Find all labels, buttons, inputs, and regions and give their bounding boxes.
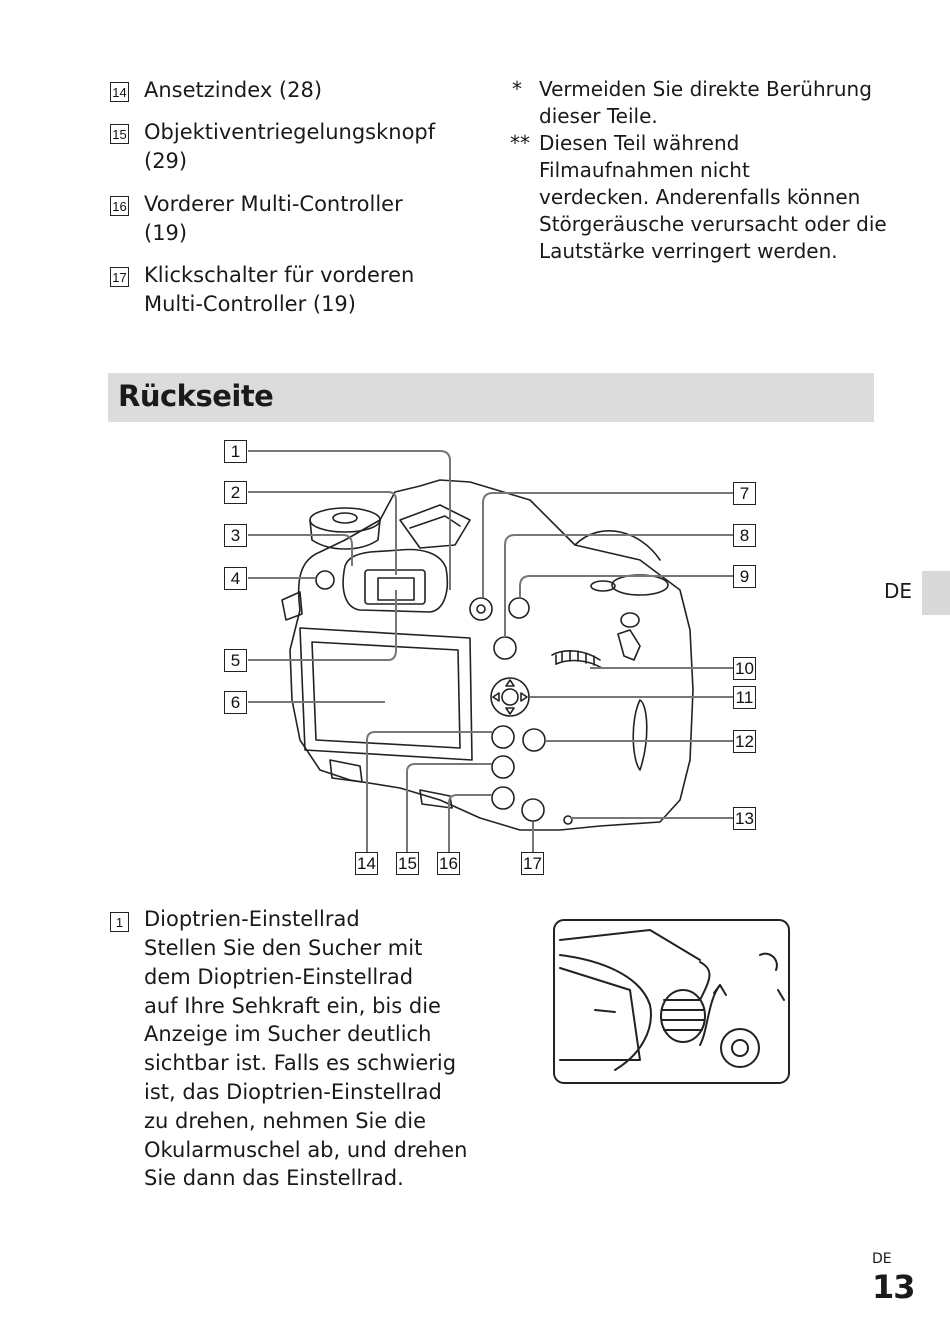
note-text: Filmaufnahmen nicht	[539, 158, 750, 182]
description-line: Stellen Sie den Sucher mit	[144, 936, 423, 960]
note-text: verdecken. Anderenfalls können	[539, 185, 861, 209]
callout-box: 13	[733, 807, 756, 830]
callout-box: 3	[224, 524, 247, 547]
item-number-box: 17	[110, 267, 129, 287]
description-line: Anzeige im Sucher deutlich	[144, 1022, 432, 1047]
description-line: dem Dioptrien-Einstellrad	[144, 964, 414, 989]
item-label: Objektiventriegelungsknopf	[144, 120, 436, 144]
note-text: Vermeiden Sie direkte Berührung	[539, 77, 872, 101]
callout-box: 4	[224, 567, 247, 590]
language-tab	[922, 571, 950, 615]
callout-box: 8	[733, 524, 756, 547]
callout-box: 1	[224, 440, 247, 463]
description-body: Stellen Sie den Sucher mit dem Dioptrien…	[144, 934, 474, 1193]
note-text: dieser Teile.	[539, 104, 658, 128]
note-text: Störgeräusche verursacht oder die	[539, 212, 887, 236]
footer-language: DE	[872, 1251, 892, 1267]
callout-box: 11	[733, 686, 756, 709]
description-line: Okularmuschel ab, und drehen	[144, 1137, 468, 1162]
description-line: Sie dann das Einstellrad.	[144, 1166, 404, 1191]
note-text: Lautstärke verringert werden.	[539, 239, 838, 263]
callout-box: 15	[396, 852, 419, 875]
section-title: Rückseite	[118, 379, 274, 413]
page-number: 13	[872, 1268, 916, 1306]
item-label: Vorderer Multi-Controller	[144, 192, 403, 216]
section-heading-bar: Rückseite	[108, 373, 874, 422]
item-number-box: 16	[110, 196, 129, 216]
callout-box: 2	[224, 481, 247, 504]
callout-box: 12	[733, 730, 756, 753]
callout-box: 17	[521, 852, 544, 875]
description-line: ist, das Dioptrien-Einstellrad	[144, 1079, 442, 1104]
item-label: Klickschalter für vorderen	[144, 263, 415, 287]
callout-box: 9	[733, 565, 756, 588]
item-number-box: 15	[110, 124, 129, 144]
description-line: zu drehen, nehmen Sie die	[144, 1108, 427, 1133]
description-number-box: 1	[110, 912, 129, 932]
item-label: Ansetzindex (28)	[144, 78, 323, 102]
callout-box: 14	[355, 852, 378, 875]
note-marker: **	[510, 131, 530, 155]
callout-box: 5	[224, 649, 247, 672]
description-title: Dioptrien-Einstellrad	[144, 907, 360, 931]
note-text: Diesen Teil während	[539, 131, 740, 155]
description-line: sichtbar ist. Falls es schwierig	[144, 1051, 457, 1076]
callout-box: 6	[224, 691, 247, 714]
item-label-line2: (29)	[144, 149, 188, 173]
description-line: auf Ihre Sehkraft ein, bis die	[144, 993, 441, 1018]
item-label-line2: Multi-Controller (19)	[144, 292, 356, 316]
item-number-box: 14	[110, 82, 129, 102]
callout-box: 7	[733, 482, 756, 505]
item-label-line2: (19)	[144, 221, 188, 245]
callout-box: 10	[733, 657, 756, 680]
language-tab-label: DE	[884, 579, 913, 603]
note-marker: *	[512, 77, 522, 101]
callout-box: 16	[437, 852, 460, 875]
